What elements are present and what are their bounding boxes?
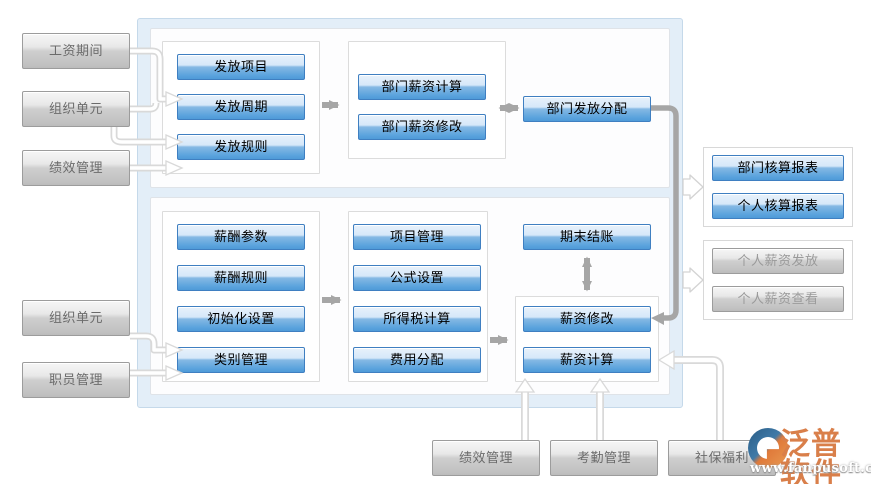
btn-geren-xinzi-fafang[interactable]: 个人薪资发放 [712,248,844,274]
btn-shebao-fuli[interactable]: 社保福利 [668,440,776,476]
brand-name: 泛普软件 [780,427,842,484]
conn-container-to-personal [682,267,704,293]
btn-bumen-xinzi-xiugai[interactable]: 部门薪资修改 [358,114,486,140]
btn-gongshi-shezhi[interactable]: 公式设置 [353,265,481,291]
btn-leibie-guanli[interactable]: 类别管理 [177,347,305,373]
btn-fafang-guize[interactable]: 发放规则 [177,134,305,160]
btn-zuzhi-danyuan-bottom[interactable]: 组织单元 [22,300,130,336]
btn-geren-xinzi-chakan[interactable]: 个人薪资查看 [712,286,844,312]
btn-bumen-xinzi-jisuan[interactable]: 部门薪资计算 [358,74,486,100]
btn-qimo-jiezhang[interactable]: 期末结账 [523,224,651,250]
btn-zuzhi-danyuan-top[interactable]: 组织单元 [22,91,130,127]
btn-bumen-fafang-fenpei[interactable]: 部门发放分配 [523,96,651,122]
btn-fafang-xiangmu[interactable]: 发放项目 [177,54,305,80]
btn-jixiao-guanli-left[interactable]: 绩效管理 [22,150,130,186]
btn-fafang-zhouqi[interactable]: 发放周期 [177,94,305,120]
conn-container-to-reports [682,174,704,200]
btn-geren-hesuan-baobiao[interactable]: 个人核算报表 [712,193,844,219]
btn-xinchou-canshu[interactable]: 薪酬参数 [177,224,305,250]
btn-suodeshui-jisuan[interactable]: 所得税计算 [353,306,481,332]
btn-xinzi-jisuan[interactable]: 薪资计算 [523,347,651,373]
dept-salary-group [348,41,506,159]
btn-jixiao-guanli-bottom[interactable]: 绩效管理 [432,440,540,476]
btn-xinchou-guize[interactable]: 薪酬规则 [177,265,305,291]
btn-xiangmu-guanli[interactable]: 项目管理 [353,224,481,250]
btn-bumen-hesuan-baobiao[interactable]: 部门核算报表 [712,155,844,181]
btn-gongzi-qijian[interactable]: 工资期间 [22,33,130,69]
btn-feiyong-fenpei[interactable]: 费用分配 [353,347,481,373]
btn-kaoqin-guanli[interactable]: 考勤管理 [550,440,658,476]
btn-zhiyuan-guanli[interactable]: 职员管理 [22,362,130,398]
btn-chushihua-shezhi[interactable]: 初始化设置 [177,306,305,332]
btn-xinzi-xiugai[interactable]: 薪资修改 [523,306,651,332]
